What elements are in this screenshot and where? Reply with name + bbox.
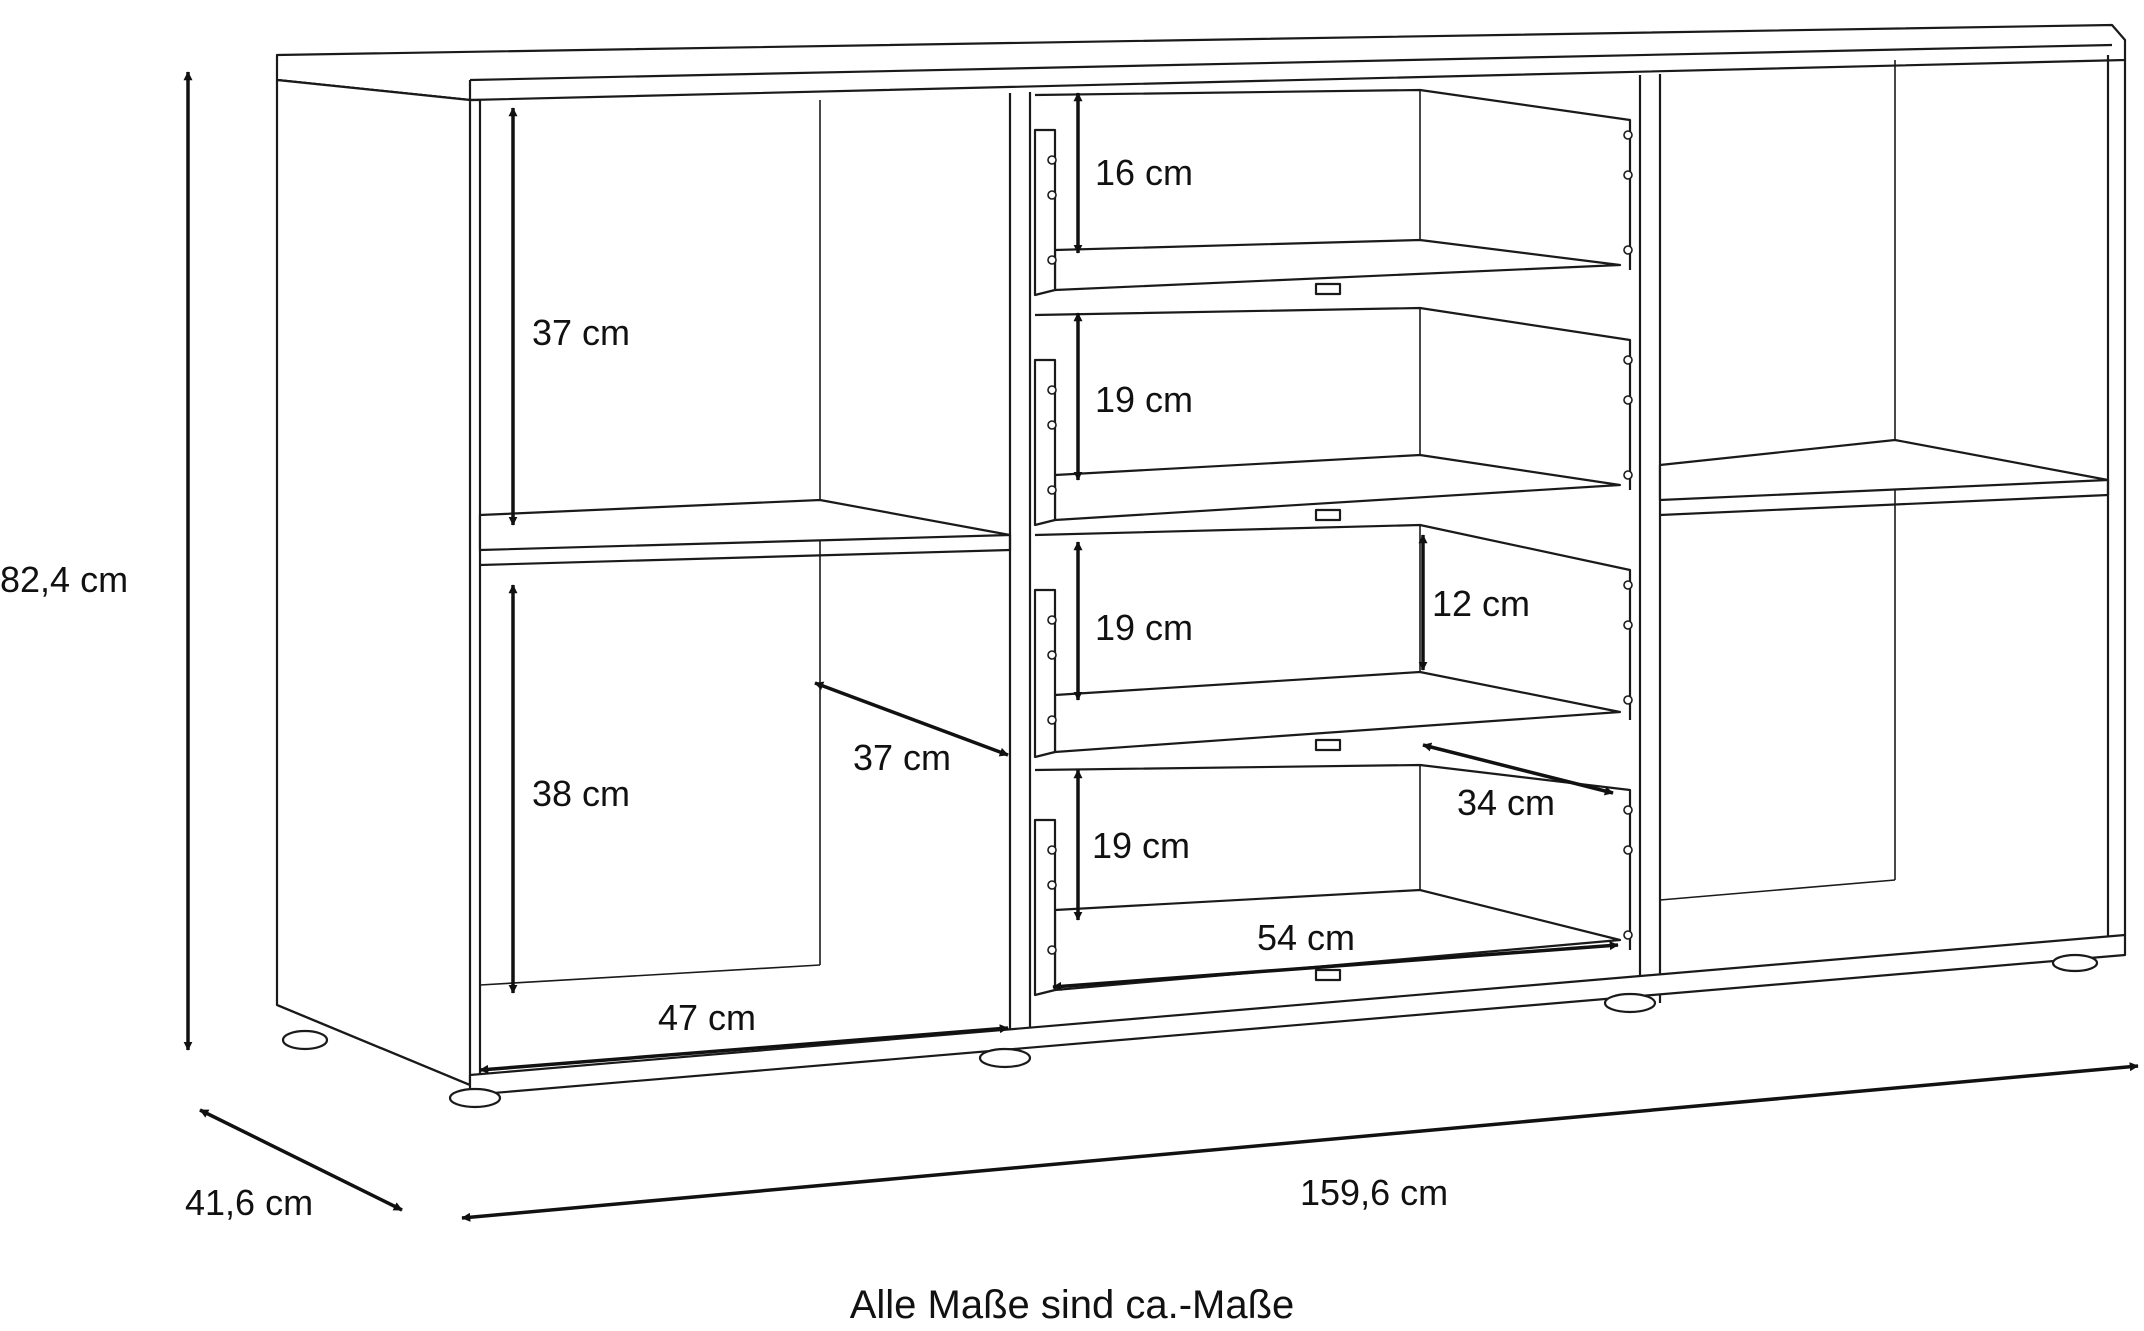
left-shelf: [478, 498, 1012, 552]
left-inner-depth-label: 37 cm: [853, 737, 951, 778]
left-upper-height-label: 37 cm: [532, 312, 630, 353]
drawer-inner-depth-arrow: [1422, 742, 1614, 796]
drawer-2-height-label: 19 cm: [1095, 379, 1193, 420]
foot: [1603, 992, 1657, 1014]
drawer-1-height-label: 16 cm: [1095, 152, 1193, 193]
width-total-label: 159,6 cm: [1300, 1172, 1448, 1213]
drawer-4-height-label: 19 cm: [1092, 825, 1190, 866]
dimension-labels: 82,4 cm 41,6 cm 159,6 cm 37 cm 38 cm 37 …: [0, 152, 1555, 1223]
depth-total-arrow: [199, 1108, 403, 1212]
drawer-inner-width-label: 54 cm: [1257, 917, 1355, 958]
depth-total-label: 41,6 cm: [185, 1182, 313, 1223]
dimension-arrows: [183, 71, 2139, 1222]
drawer-fittings: [1047, 130, 1633, 955]
left-lower-height-label: 38 cm: [532, 773, 630, 814]
width-total-arrow: [461, 1062, 2139, 1222]
foot: [448, 1087, 502, 1109]
drawer-inner-depth-label: 34 cm: [1457, 782, 1555, 823]
drawer-inner-width-arrow: [1052, 941, 1619, 991]
drawer: [1033, 88, 1632, 297]
foot: [281, 1029, 329, 1051]
left-inner-width-arrow: [479, 1024, 1009, 1074]
top-plate: [275, 23, 2127, 102]
drawer: [1033, 306, 1632, 527]
drawer-3-height-label: 19 cm: [1095, 607, 1193, 648]
left-side-panel: [275, 78, 472, 1087]
left-inner-width-label: 47 cm: [658, 997, 756, 1038]
left-inner-depth-arrow: [814, 681, 1009, 757]
caption: Alle Maße sind ca.-Maße: [850, 1283, 1295, 1327]
height-total-label: 82,4 cm: [0, 559, 128, 600]
right-shelf: [1658, 438, 2110, 502]
drawer-3-inner-height-label: 12 cm: [1432, 583, 1530, 624]
foot: [978, 1047, 1032, 1069]
foot: [2051, 953, 2099, 973]
